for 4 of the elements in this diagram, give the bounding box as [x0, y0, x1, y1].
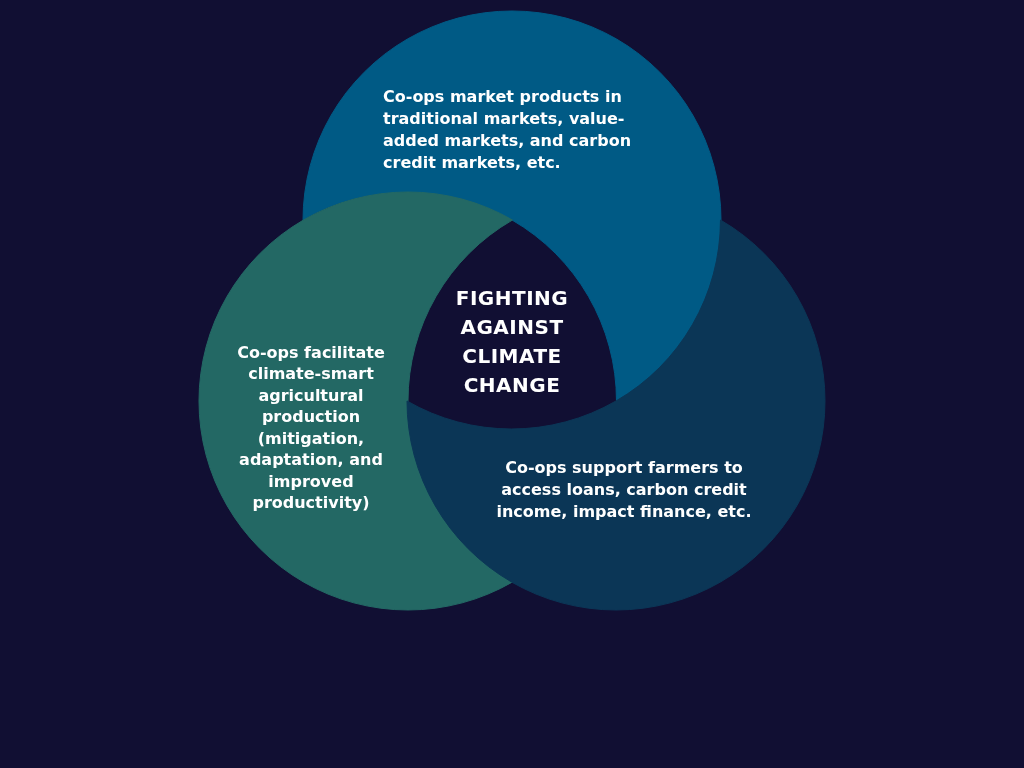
center-title: FIGHTING AGAINST CLIMATE CHANGE [437, 284, 587, 400]
circle-text: Co-ops support farmers to access loans, carbon credit income, impact finance, etc. [495, 457, 753, 523]
circle-text: Co-ops facilitate climate-smart agricultural production (mitigation, adaptation, and improved productivity) [236, 342, 386, 514]
circle-text: Co-ops market products in traditional markets, value-added markets, and carbon credit markets, etc. [383, 86, 633, 174]
